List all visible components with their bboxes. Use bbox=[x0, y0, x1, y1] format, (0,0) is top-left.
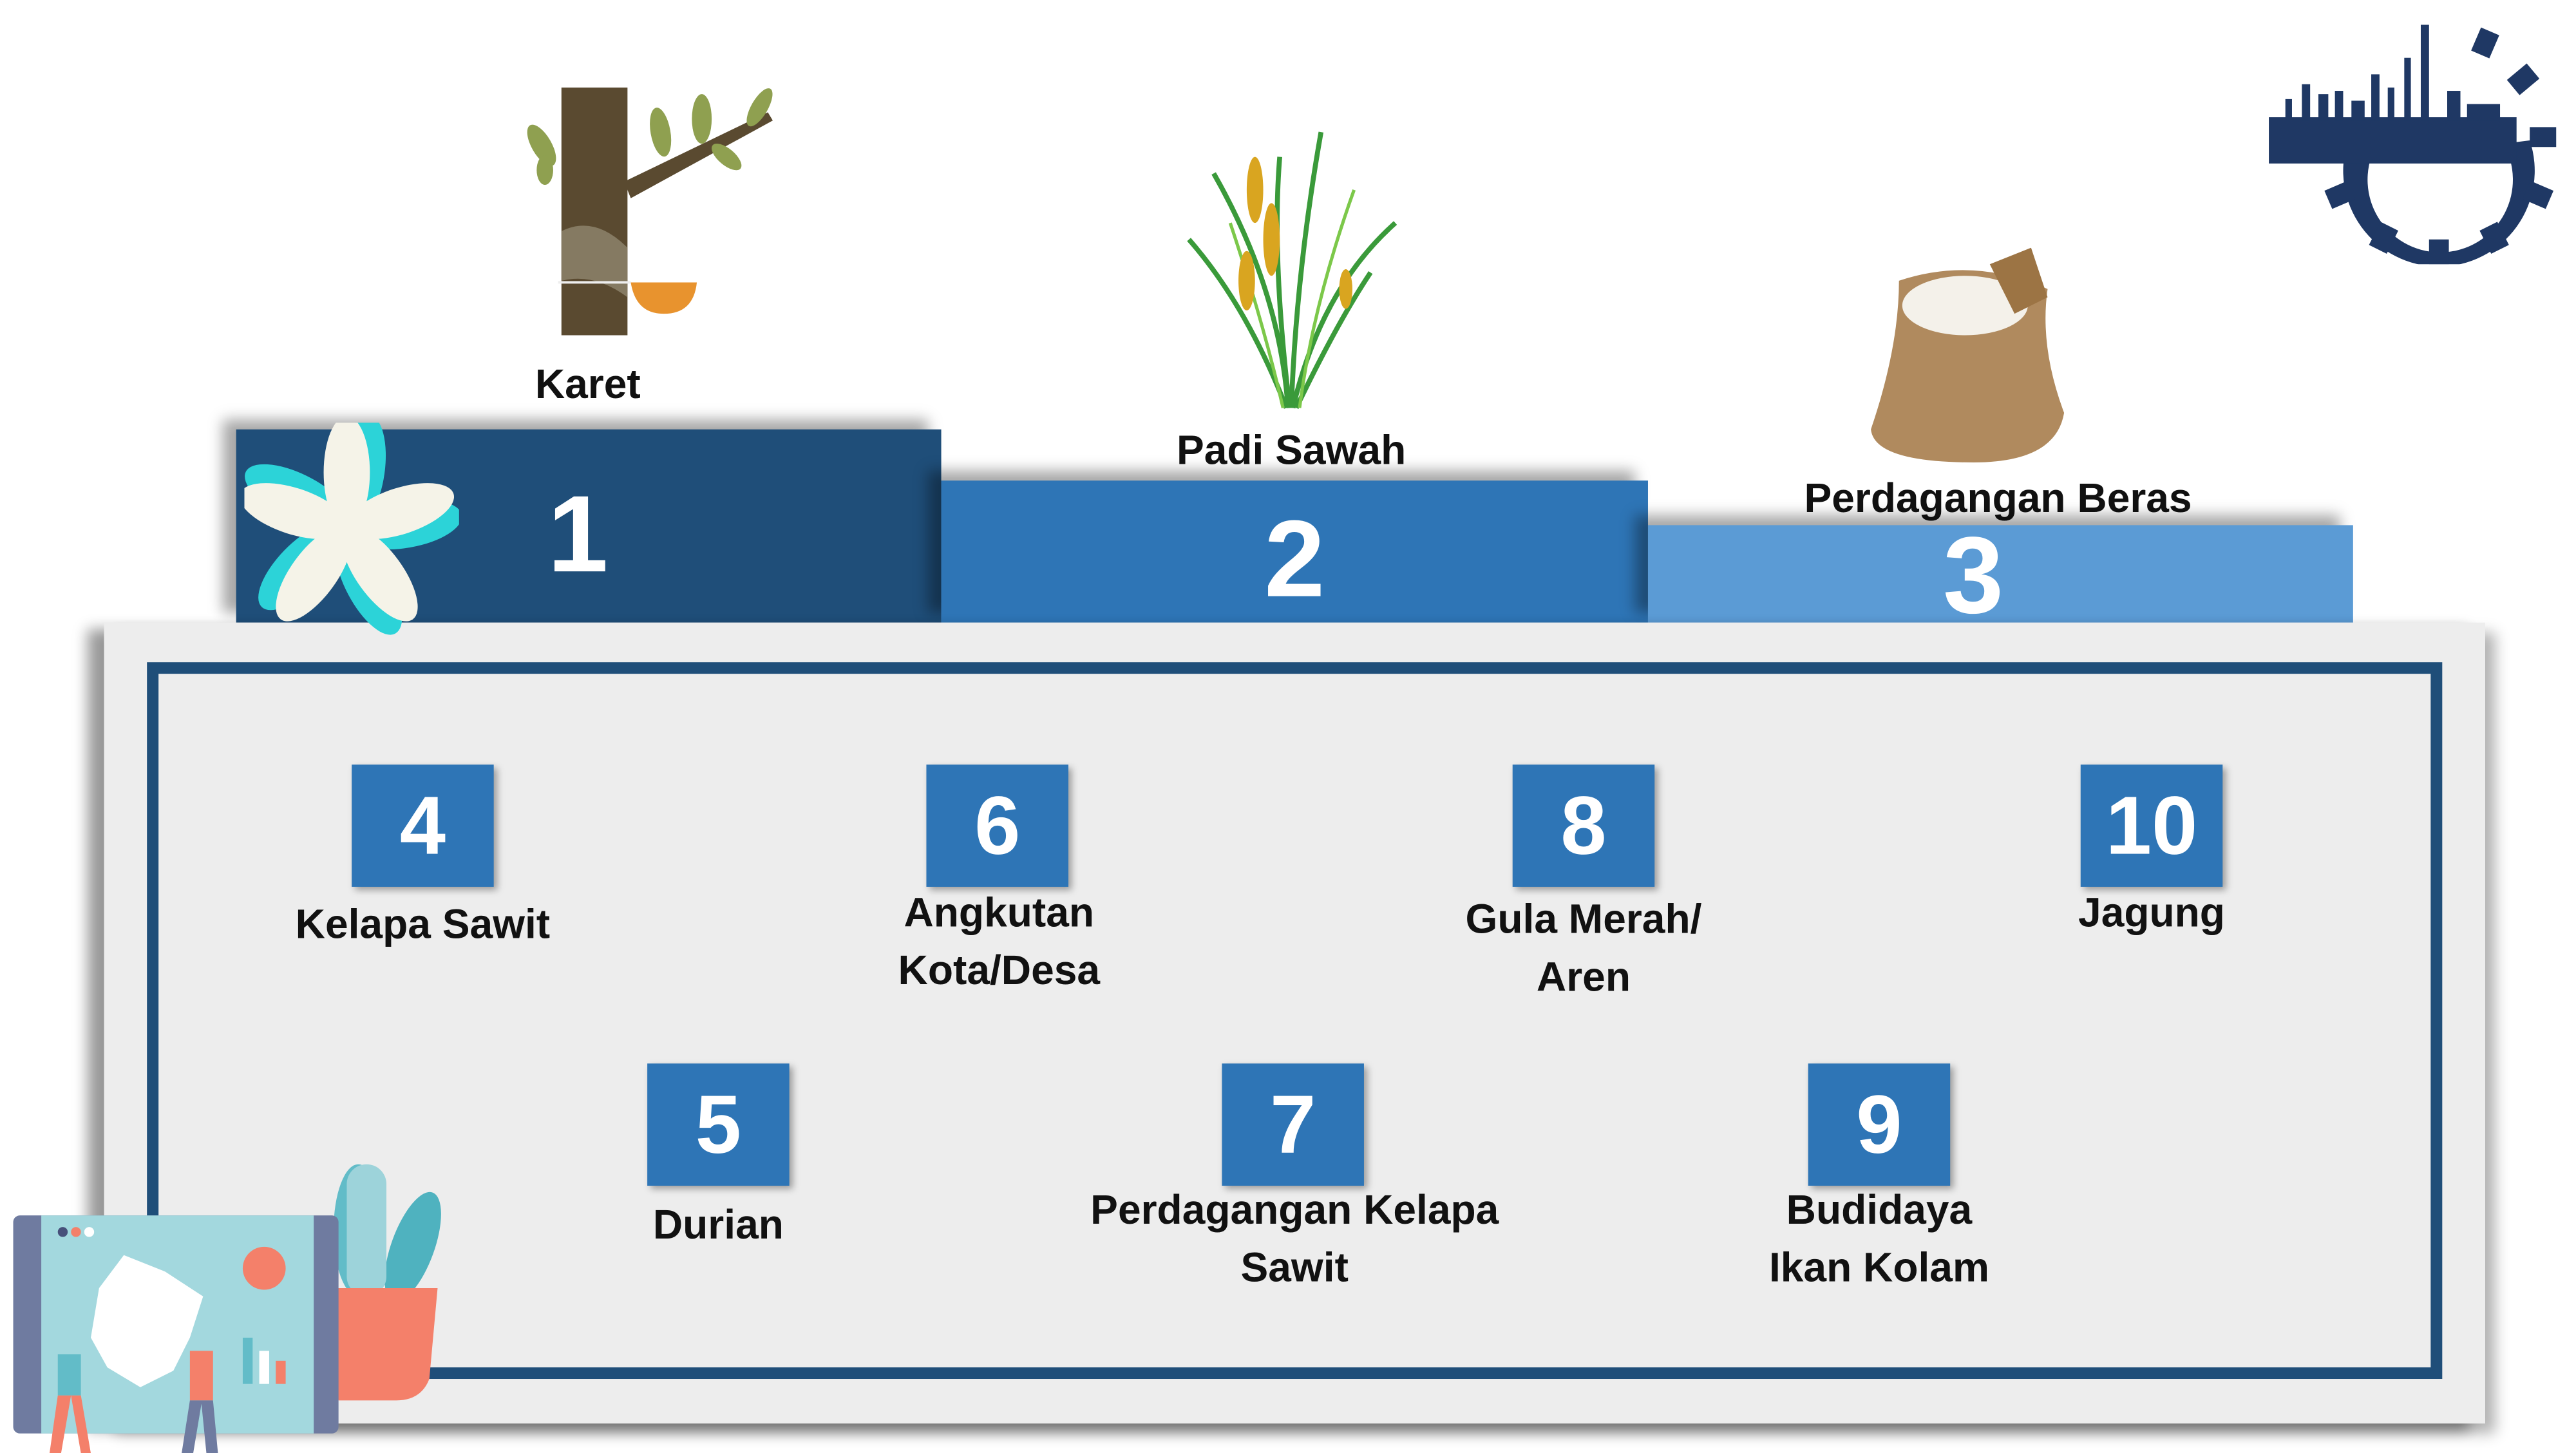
flower-logo-icon bbox=[244, 423, 459, 635]
rank-label-8-line1: Gula Merah/ bbox=[1465, 897, 1702, 944]
rank-box-8: 8 bbox=[1512, 764, 1655, 887]
rank-box-6: 6 bbox=[926, 764, 1068, 887]
rank-box-4: 4 bbox=[352, 764, 494, 887]
podium-rank-3: 3 bbox=[1943, 513, 2004, 636]
rank-label-9-line1: Budidaya bbox=[1786, 1187, 1973, 1234]
podium-label-2: Padi Sawah bbox=[1176, 428, 1406, 474]
ranking-panel bbox=[104, 622, 2485, 1424]
rank-label-5-text: Durian bbox=[652, 1202, 784, 1249]
rank-label-7-line1: Perdagangan Kelapa bbox=[1090, 1187, 1499, 1234]
rubber-tree-icon bbox=[527, 87, 773, 336]
rank-label-5: Durian bbox=[653, 1197, 784, 1255]
rank-label-6-line2: Kota/Desa bbox=[898, 947, 1101, 994]
ranking-panel-border bbox=[147, 662, 2443, 1380]
podium-label-1: Karet bbox=[535, 361, 641, 408]
rank-box-9: 9 bbox=[1808, 1063, 1951, 1186]
rank-label-6-line1: Angkutan bbox=[904, 890, 1095, 936]
podium-step-3: 3 bbox=[1647, 520, 2353, 629]
rank-box-10: 10 bbox=[2080, 764, 2223, 887]
podium-rank-2: 2 bbox=[1264, 497, 1325, 620]
industry-gear-logo-icon bbox=[2269, 24, 2557, 265]
rice-plant-icon bbox=[1187, 131, 1397, 409]
rank-label-7-line2: Sawit bbox=[1240, 1245, 1349, 1292]
rank-label-8: Gula Merah/Aren bbox=[1466, 892, 1702, 1007]
rank-label-4-text: Kelapa Sawit bbox=[295, 901, 551, 948]
data-analysis-illustration-icon bbox=[13, 1164, 441, 1453]
rank-box-7: 7 bbox=[1222, 1063, 1364, 1186]
podium-step-2: 2 bbox=[941, 480, 1648, 623]
podium-rank-1: 1 bbox=[547, 472, 609, 595]
rank-box-5: 5 bbox=[647, 1063, 790, 1186]
rank-label-9-line2: Ikan Kolam bbox=[1768, 1245, 1989, 1292]
rice-sack-icon bbox=[1871, 247, 2065, 462]
rank-label-10: Jagung bbox=[2078, 885, 2225, 943]
rank-label-8-line2: Aren bbox=[1536, 954, 1631, 1001]
podium-label-3: Perdagangan Beras bbox=[1804, 475, 2192, 522]
rank-label-4: Kelapa Sawit bbox=[296, 897, 550, 954]
rank-label-10-text: Jagung bbox=[2078, 890, 2226, 936]
